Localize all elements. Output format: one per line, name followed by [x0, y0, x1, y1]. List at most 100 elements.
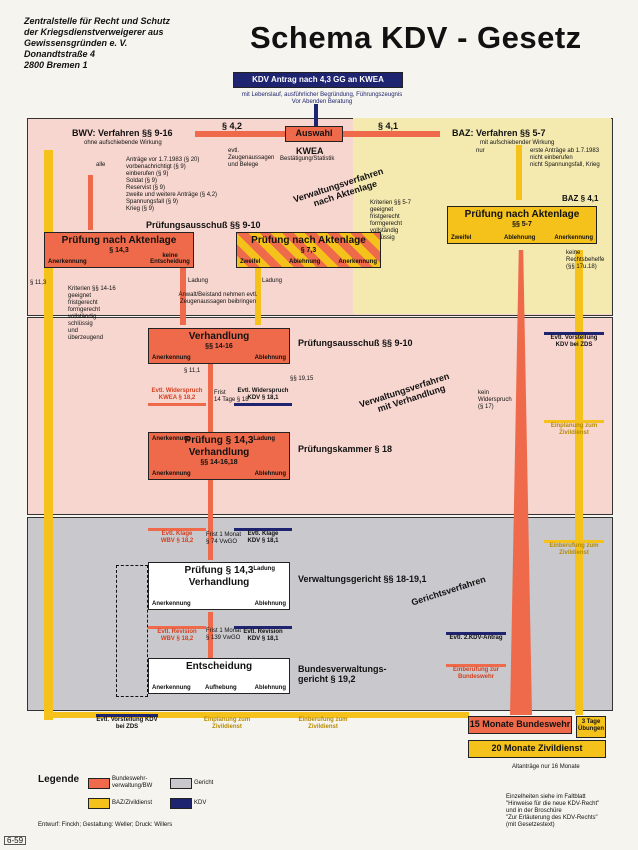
baz-4-1-label: BAZ § 4,1 — [562, 194, 599, 203]
bottom-einberufung: Einberufung zum Zivildienst — [292, 714, 354, 731]
flow-bar-antrag — [314, 104, 318, 126]
note-line: Einzelheiten siehe im Faltblatt — [506, 794, 586, 800]
kein-widerspruch: kein Widerspruch (§ 17) — [478, 390, 512, 410]
baz-item: erste Anträge ab 1.7.1983 — [530, 148, 600, 154]
einberufung-bundeswehr: Einberufung zur Bundeswehr — [446, 664, 506, 681]
kriterien-item: geeignet — [68, 293, 92, 299]
paragraph-4-2: § 4,2 — [222, 121, 243, 131]
legend-swatch-gericht — [170, 778, 192, 789]
antraege-item: Reservist (§ 9) — [126, 185, 166, 191]
einplanung-text: Einplanung zum Zivildienst — [550, 423, 598, 436]
tab-zweifel: Zweifel — [240, 259, 261, 265]
kriterien-item: vollständig — [370, 228, 399, 234]
tab-anerkennung: Anerkennung — [554, 235, 593, 241]
box-title: Prüfung § 14,3 — [184, 565, 254, 576]
antraege-list: Anträge vor 1.7.1983 (§ 20) vorbenachric… — [126, 157, 236, 213]
kdv2-text: Evtl. 2.KDV-Antrag — [449, 635, 503, 641]
kriterien-item: formgerecht — [68, 307, 101, 313]
verwaltungsgericht-box: Prüfung § 14,3 Verhandlung Ladung Anerke… — [148, 562, 290, 610]
tab-anerkennung: Anerkennung — [152, 471, 191, 477]
paragraph-11-1: § 11,1 — [184, 368, 201, 374]
bar-navy — [446, 632, 506, 635]
pruefung-aktenlage-mid: Prüfung nach Aktenlage § 7,3 Zweifel Abl… — [236, 232, 381, 268]
vorstellung-text: Evtl. Vorstellung KDV bei ZDS — [96, 717, 158, 730]
frist-line1: Frist 1 Monat — [206, 628, 242, 634]
frist-line2: § 74 VwGO — [206, 539, 238, 545]
einplanung-zivil: Einplanung zum Zivildienst — [544, 420, 604, 437]
tab-ablehnung: Ablehnung — [254, 685, 286, 691]
revision-kdv: Evtl. Revision KDV § 18,1 — [234, 626, 292, 643]
legend-label-gericht: Gericht — [194, 780, 214, 786]
box-title2: Verhandlung — [188, 577, 250, 588]
klage-line2: KDV § 18,1 — [247, 538, 279, 544]
antraege-item: zweite und weitere Anträge (§ 4,2) — [126, 192, 218, 198]
organisation-address: Zentralstelle für Recht und Schutz der K… — [24, 16, 254, 71]
baz-sub: mit aufschiebender Wirkung — [480, 140, 555, 146]
kriterien-item: und — [68, 328, 79, 334]
einberufung-text: Einberufung zum Zivildienst — [549, 543, 599, 556]
tab-anerkennung: Anerkennung — [48, 259, 87, 265]
paragraph-4-1: § 4,1 — [378, 121, 399, 131]
flow-bar-zivil-left — [44, 150, 53, 720]
klage-wbv: Evtl. Klage WBV § 18,2 — [148, 528, 206, 545]
box-para: §§ 14-16,18 — [200, 459, 238, 466]
kriterien-item: geeignet — [370, 207, 394, 213]
bar-navy — [234, 626, 292, 629]
kriterien-item: überzeugend — [68, 335, 104, 341]
box-para: § 14,3 — [109, 247, 129, 254]
klage-line1: Evtl. Klage — [247, 531, 279, 537]
widerspruch-kdv: Evtl. Widerspruch KDV § 18,1 — [234, 388, 292, 406]
flow-bar-zivildienst-right — [575, 250, 583, 715]
box-title: Prüfung nach Aktenlage — [61, 235, 177, 246]
flow-bar-ladung2 — [255, 265, 261, 325]
verhandlung-ausschuss-label: Prüfungsausschuß §§ 9-10 — [298, 338, 413, 348]
box-para: §§ 14-16 — [205, 343, 233, 350]
frist-line1: Frist — [214, 390, 226, 396]
tab-ablehnung: Ablehnung — [504, 235, 536, 241]
kriterien-item: formgerecht — [370, 221, 403, 227]
alle-label: alle — [96, 162, 106, 168]
tab-aufhebung: Aufhebung — [205, 685, 237, 691]
rechtsbehelf-note: keine Rechtsbehelfe (§§ 17u.18) — [566, 250, 605, 270]
verwaltungsgericht-label: Verwaltungsgericht §§ 18-19,1 — [298, 574, 427, 584]
flow-bar-gericht-bvg — [208, 612, 213, 658]
entscheidung-box: Entscheidung Anerkennung Aufhebung Ableh… — [148, 658, 290, 694]
kwea-label: KWEA — [296, 146, 324, 156]
hinweis-note: Einzelheiten siehe im Faltblatt "Hinweis… — [506, 794, 626, 829]
note-line: und in der Broschüre — [506, 808, 562, 814]
box-title2: Verhandlung — [188, 447, 250, 458]
antraege-item: Krieg (§ 9) — [126, 206, 155, 212]
verhandlung-box: Verhandlung §§ 14-16 Anerkennung Ablehnu… — [148, 328, 290, 364]
widerspruch-line2: KWEA § 18,2 — [158, 395, 196, 401]
kriterien-item: schlüssig — [370, 235, 395, 241]
legend-swatch-zivildienst — [88, 798, 110, 809]
paragraph-19-15: §§ 19,15 — [290, 376, 314, 382]
tab-ladung: Ladung — [253, 566, 275, 572]
flow-bar-baz — [516, 145, 522, 200]
auswahl-box: Auswahl — [285, 126, 343, 142]
revision-line1: Evtl. Revision — [157, 629, 197, 635]
zeugen-note: evtl. Zeugenaussagen und Belege — [228, 148, 275, 168]
tab-anerkennung: Anerkennung — [152, 685, 191, 691]
frist-line1: Frist 1 Monat — [206, 532, 242, 538]
legend-title: Legende — [38, 774, 80, 785]
bar-red — [446, 664, 506, 667]
box-title: Prüfung nach Aktenlage — [464, 209, 580, 220]
klage-line1: Evtl. Klage — [161, 531, 193, 537]
klage-line2: WBV § 18,2 — [160, 538, 194, 544]
tab-ablehnung: Ablehnung — [289, 259, 321, 265]
widerspruch-kwea: Evtl. Widerspruch KWEA § 18,2 — [148, 388, 206, 406]
bar-navy — [234, 403, 292, 406]
org-line: der Kriegsdienstverweigerer aus — [24, 27, 164, 37]
kriterien-item: vollständig — [68, 314, 97, 320]
frist-1-monat: Frist 1 Monat § 74 VwGO — [206, 532, 241, 546]
page-title: Schema KDV - Gesetz — [250, 20, 582, 55]
box-title: Prüfung nach Aktenlage — [251, 235, 366, 246]
revision-line2: KDV § 18,1 — [247, 636, 279, 642]
kriterien-item: fristgerecht — [370, 214, 400, 220]
kriterien-item: Kriterien §§ 14-16 — [68, 286, 116, 292]
frist-line2: § 139 VwGO — [206, 635, 241, 641]
tab-ablehnung: Ablehnung — [254, 355, 286, 361]
tab-ablehnung: Ablehnung — [254, 471, 286, 477]
bar-navy — [234, 528, 292, 531]
